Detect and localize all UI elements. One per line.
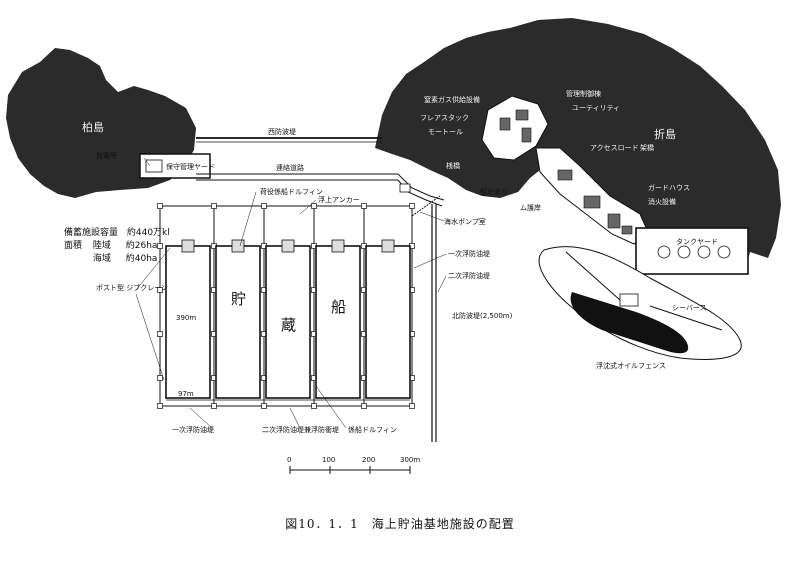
land-label: 陸域 bbox=[92, 241, 111, 251]
mooring-dolphin-4 bbox=[331, 239, 345, 253]
label-pump: 海水ポンプ室 bbox=[444, 217, 486, 226]
mooring-dolphin-5 bbox=[381, 239, 395, 253]
label-north-breakwater: 北防波堤(2,500m) bbox=[452, 311, 513, 320]
oil-fence-area bbox=[538, 246, 742, 360]
label-secondary-south: 二次浮防油堤兼浮防衝堤 bbox=[262, 425, 339, 434]
land-value: 約26ha bbox=[125, 241, 158, 251]
label-length: 390m bbox=[176, 314, 196, 322]
storage-char-3: 船 bbox=[331, 298, 346, 316]
boom-node bbox=[361, 403, 367, 409]
label-oil-fence: 浮沈式オイルフェンス bbox=[596, 361, 666, 370]
breakwater-north bbox=[431, 204, 437, 442]
label-road2: 架橋 bbox=[640, 143, 654, 152]
info-sea: 海域 約40ha bbox=[64, 254, 158, 265]
storage-vessel-1 bbox=[165, 245, 211, 399]
label-crane-1: ポスト型 ジブクレーン bbox=[96, 283, 168, 292]
storage-vessels bbox=[165, 239, 411, 399]
label-primary-south: 一次浮防油堤 bbox=[172, 425, 214, 434]
tank-yard bbox=[635, 227, 749, 275]
label-dolphin-top: 荷役係船ドルフィン bbox=[260, 187, 323, 196]
label-west-breakwater: 西防波堤 bbox=[268, 127, 296, 136]
connecting-road bbox=[196, 173, 445, 207]
label-control: 管理制御棟 bbox=[566, 89, 601, 98]
boom-node bbox=[157, 243, 163, 249]
label-secondary-north: 二次浮防油堤 bbox=[448, 271, 490, 280]
primary-oil-boom bbox=[159, 195, 441, 407]
storage-vessel-4 bbox=[315, 245, 361, 399]
scale-tick-100: 100 bbox=[322, 456, 335, 464]
boom-node bbox=[409, 403, 415, 409]
boom-node bbox=[261, 403, 267, 409]
ori-island-name: 折島 bbox=[654, 127, 676, 141]
storage-char-2: 蔵 bbox=[281, 316, 296, 334]
breakwater-west bbox=[196, 137, 382, 143]
label-gas: 窒素ガス供給設備 bbox=[424, 95, 480, 104]
label-width: 97m bbox=[178, 390, 194, 398]
label-dock: 桟橋 bbox=[446, 161, 460, 170]
storage-vessel-5 bbox=[365, 245, 411, 399]
boom-node bbox=[311, 203, 317, 209]
sea-label: 海域 bbox=[92, 254, 111, 264]
mooring-dolphin-3 bbox=[281, 239, 295, 253]
scale-tick-300: 300m bbox=[400, 456, 420, 464]
label-mt: モートール bbox=[428, 128, 463, 136]
info-capacity: 備蓄施設容量 約440万kl bbox=[64, 228, 170, 239]
label-plant: ユーティリティ bbox=[572, 104, 620, 112]
sea-value: 約40ha bbox=[125, 254, 158, 264]
boom-node bbox=[311, 403, 317, 409]
boom-node bbox=[409, 203, 415, 209]
figure-caption: 図10．1．1 海上貯油基地施設の配置 bbox=[285, 517, 515, 531]
scale-tick-200: 200 bbox=[362, 456, 375, 464]
leader-lines bbox=[135, 157, 447, 429]
ori-buildings bbox=[499, 109, 633, 235]
storage-vessel-2 bbox=[215, 245, 261, 399]
scale-bar: 0 100 200 300m bbox=[287, 456, 420, 474]
boom-node bbox=[157, 375, 163, 381]
label-connecting-road: 連絡道路 bbox=[276, 163, 304, 172]
label-primary-north: 一次浮防油堤 bbox=[448, 249, 490, 258]
label-ship-dolphin: 係船ドルフィン bbox=[348, 425, 397, 434]
boom-node bbox=[157, 331, 163, 337]
area-label: 面積 bbox=[64, 241, 83, 251]
label-fire: 消火設備 bbox=[648, 197, 676, 206]
mooring-dolphin-2 bbox=[231, 239, 245, 253]
label-berth: シーバース bbox=[672, 304, 707, 312]
label-flare: フレアスタック bbox=[420, 113, 469, 122]
scale-tick-0: 0 bbox=[287, 456, 291, 464]
label-access: アクセスロード bbox=[590, 144, 639, 152]
label-anchor: 浮上アンカー bbox=[318, 195, 360, 204]
info-land: 面積 陸域 約26ha bbox=[64, 241, 157, 252]
boom-node bbox=[157, 403, 163, 409]
boom-node bbox=[157, 287, 163, 293]
label-guard: ガードハウス bbox=[648, 183, 690, 192]
boom-node bbox=[211, 203, 217, 209]
boom-node bbox=[157, 203, 163, 209]
label-mooring: ム護岸 bbox=[520, 203, 541, 212]
capacity-value: 約440万kl bbox=[126, 228, 170, 238]
storage-vessel-3 bbox=[265, 245, 311, 399]
boom-node bbox=[211, 403, 217, 409]
label-maintenance-yard: 保守管理ヤード bbox=[166, 162, 215, 171]
label-boat-basin: 船だまり bbox=[480, 187, 508, 196]
label-generation: 発電所 bbox=[96, 151, 117, 160]
boom-node bbox=[261, 203, 267, 209]
label-tank-yard: タンクヤード bbox=[676, 237, 718, 246]
kashiwa-island-name: 柏島 bbox=[82, 120, 104, 134]
mooring-dolphin-1 bbox=[181, 239, 195, 253]
storage-char-1: 貯 bbox=[231, 290, 246, 308]
capacity-label: 備蓄施設容量 bbox=[64, 228, 119, 238]
boom-node bbox=[361, 203, 367, 209]
ori-island bbox=[375, 18, 781, 272]
